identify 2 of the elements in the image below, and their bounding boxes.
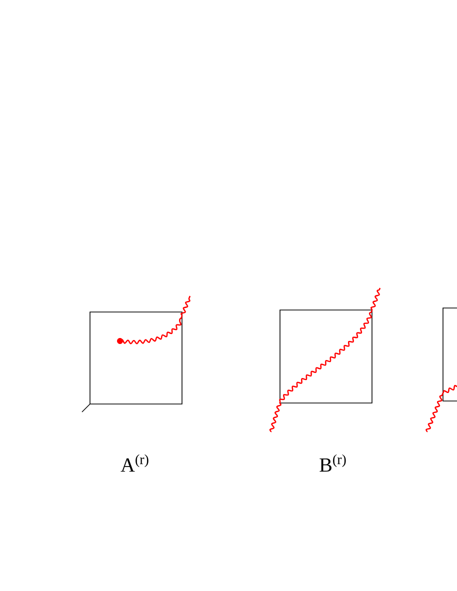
- diagram-label: B$^{(r)}$: [320, 454, 346, 472]
- diagram-label: A$^{(r)}$: [120, 454, 148, 472]
